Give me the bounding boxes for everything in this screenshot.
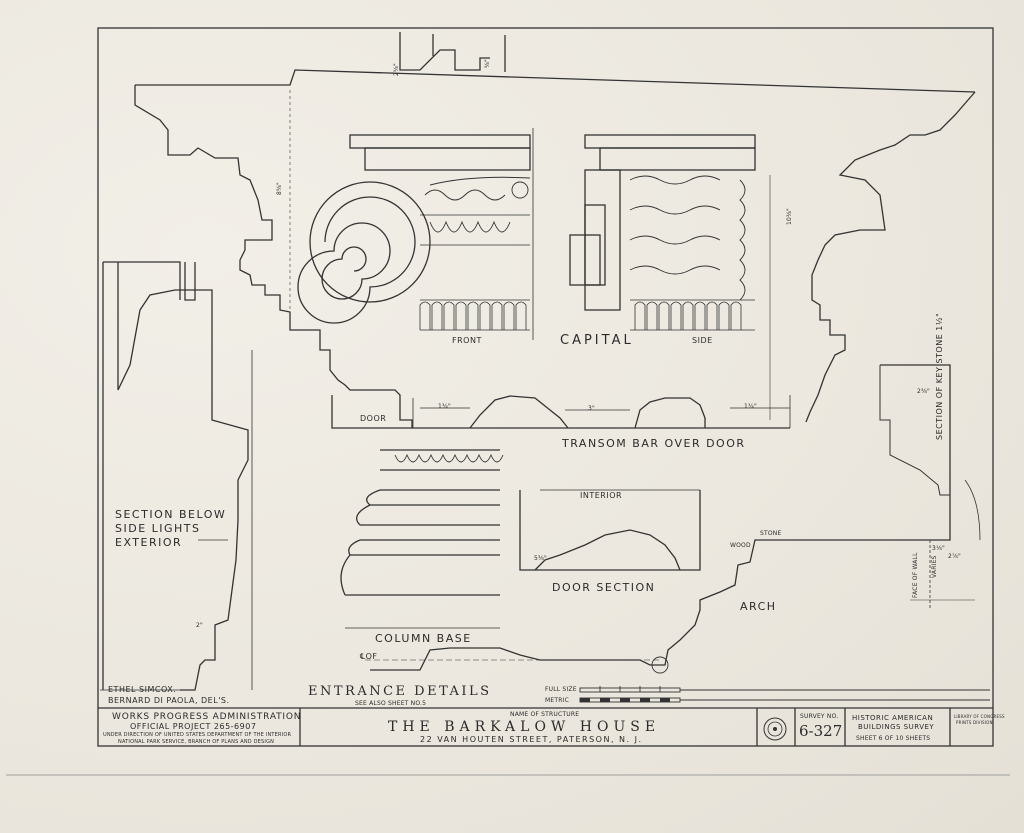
dim-capital-left: 8⅝" bbox=[276, 182, 283, 195]
drawn-by-2: BERNARD DI PAOLA, DEL'S. bbox=[108, 696, 230, 705]
habs-line-1: HISTORIC AMERICAN bbox=[852, 714, 934, 722]
dim-top-b: ⅝" bbox=[484, 59, 491, 68]
sheet-title: ENTRANCE DETAILS bbox=[308, 684, 492, 699]
dim-door-section: 5⅜" bbox=[534, 555, 547, 562]
sheet-number: SHEET 6 OF 10 SHEETS bbox=[856, 735, 931, 742]
label-section-key-stone: SECTION OF KEY STONE 1½" bbox=[935, 312, 944, 440]
label-section-below-1: SECTION BELOW bbox=[115, 508, 227, 521]
library-note-1: LIBRARY OF CONGRESS bbox=[954, 714, 1005, 719]
agency-line-4: NATIONAL PARK SERVICE, BRANCH OF PLANS A… bbox=[118, 739, 275, 745]
see-also: SEE ALSO SHEET NO.5 bbox=[355, 700, 427, 707]
dim-keystone-a: 2⅜" bbox=[917, 388, 930, 395]
library-note-2: PRINTS DIVISION bbox=[956, 720, 993, 725]
habs-line-2: BUILDINGS SURVEY bbox=[858, 723, 935, 731]
label-column-base: COLUMN BASE bbox=[375, 632, 472, 645]
agency-name: WORKS PROGRESS ADMINISTRATION bbox=[112, 712, 302, 722]
agency-line-3: UNDER DIRECTION OF UNITED STATES DEPARTM… bbox=[103, 732, 292, 738]
drawn-by-1: ETHEL SIMCOX. bbox=[108, 685, 177, 694]
name-of-structure-label: NAME OF STRUCTURE bbox=[510, 711, 580, 718]
label-section-below-2: SIDE LIGHTS bbox=[115, 522, 201, 535]
dim-keystone-b: 3⅛" bbox=[932, 545, 945, 552]
metric-label: METRIC bbox=[545, 697, 569, 704]
label-face-of-wall: FACE OF WALL bbox=[912, 552, 919, 598]
dim-top-a: 2⅝" bbox=[393, 63, 400, 76]
label-front: FRONT bbox=[452, 336, 482, 345]
full-size-label: FULL SIZE bbox=[545, 686, 577, 693]
official-project: OFFICIAL PROJECT 265-6907 bbox=[130, 722, 257, 731]
label-varies: VARIES bbox=[931, 555, 938, 578]
label-side: SIDE bbox=[692, 336, 713, 345]
label-interior: INTERIOR bbox=[580, 491, 623, 500]
label-section-below-3: EXTERIOR bbox=[115, 536, 183, 549]
label-wood: WOOD bbox=[730, 542, 751, 549]
label-door: DOOR bbox=[360, 414, 387, 423]
structure-name: THE BARKALOW HOUSE bbox=[388, 719, 661, 735]
label-transom-bar: TRANSOM BAR OVER DOOR bbox=[562, 437, 746, 450]
dim-transom-right: 1¾" bbox=[744, 403, 757, 410]
dim-transom-mid: 3" bbox=[588, 405, 595, 412]
survey-number: 6-327 bbox=[799, 722, 843, 740]
sheet-border bbox=[97, 27, 994, 747]
dim-capital-right: 10⅜" bbox=[786, 207, 793, 225]
label-door-section: DOOR SECTION bbox=[552, 581, 656, 594]
label-centerline: ℄OF bbox=[360, 652, 378, 661]
dim-transom-left: 1¾" bbox=[438, 403, 451, 410]
dim-base: 2" bbox=[196, 622, 203, 629]
dim-keystone-c: 2⅞" bbox=[948, 553, 961, 560]
label-stone: STONE bbox=[760, 530, 782, 537]
structure-address: 22 VAN HOUTEN STREET, PATERSON, N. J. bbox=[420, 735, 643, 744]
label-arch: ARCH bbox=[740, 600, 777, 613]
label-capital: CAPITAL bbox=[560, 333, 634, 348]
survey-no-label: SURVEY NO. bbox=[800, 713, 839, 720]
survey-seal-icon bbox=[764, 718, 786, 740]
